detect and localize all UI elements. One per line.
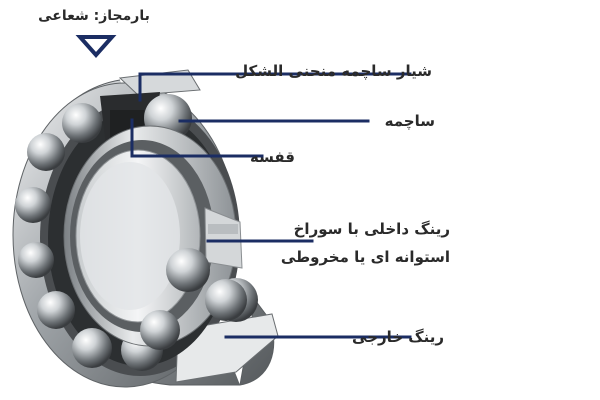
ball: [140, 310, 180, 350]
leader-line-ball-track: [138, 72, 412, 102]
ball: [15, 187, 51, 223]
callout-outer-ring: رینگ خارجی: [351, 328, 444, 346]
ball: [27, 133, 65, 171]
ball: [72, 328, 112, 368]
load-direction-label: بارمجاز: شعاعی: [38, 8, 150, 24]
leader-line-cage: [130, 118, 264, 158]
ball: [166, 248, 210, 292]
callout-ball-track: شیار ساچمه منحنی الشکل: [235, 62, 432, 80]
callout-inner-ring-line1: رینگ داخلی با سوراخ: [293, 220, 450, 238]
ball: [18, 242, 54, 278]
callout-ball: ساچمه: [384, 112, 435, 130]
ball: [205, 279, 247, 321]
leader-lines: [130, 72, 412, 339]
ball: [62, 103, 102, 143]
load-direction-arrow-icon: [75, 35, 117, 59]
callout-inner-ring-line2: استوانه ای یا مخروطی: [280, 248, 450, 266]
callout-cage: قفسه: [250, 148, 295, 166]
ball: [37, 291, 75, 329]
